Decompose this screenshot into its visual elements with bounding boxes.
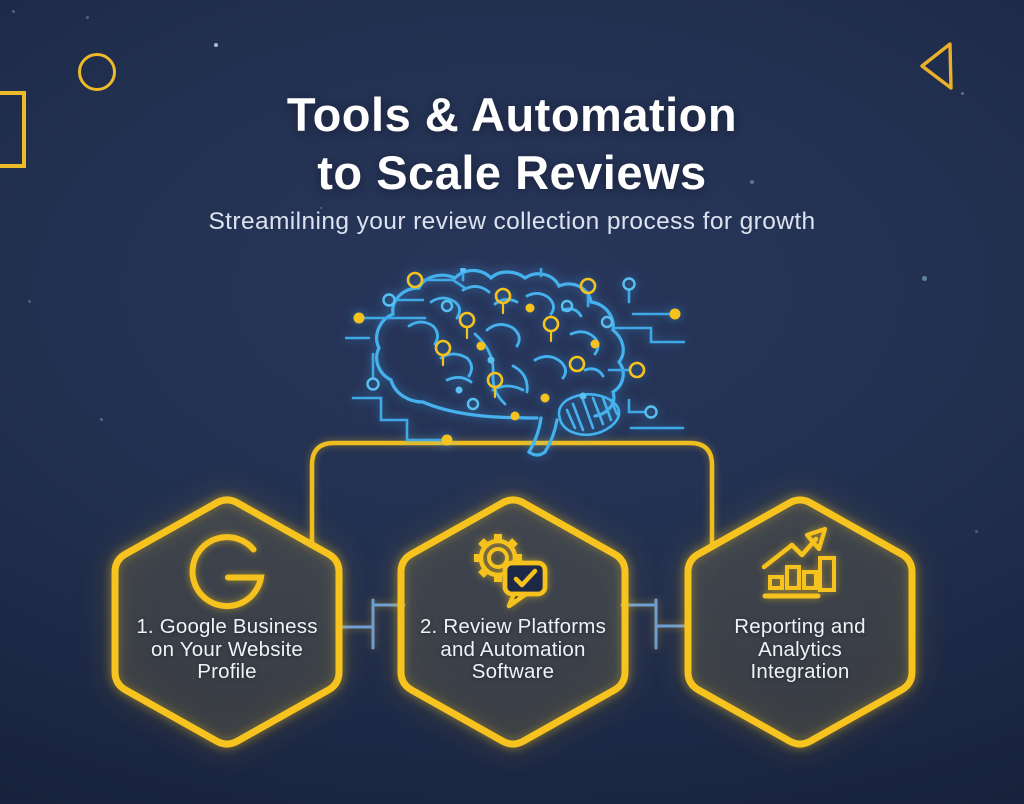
brain-circuit-illustration — [345, 268, 685, 457]
decor-triangle-icon — [920, 42, 953, 90]
hexagon-label: 1. Google Business on Your Website Profi… — [102, 615, 352, 684]
star-speck — [100, 418, 103, 421]
hexagon-outline — [684, 496, 916, 748]
star-speck — [12, 10, 15, 13]
hexagon-label-line: on Your Website — [151, 637, 303, 661]
star-speck — [961, 92, 964, 95]
star-speck — [86, 16, 89, 19]
star-speck — [28, 300, 31, 303]
hexagon-label: Reporting and Analytics Integration — [675, 615, 925, 684]
hexagon-outline — [397, 496, 629, 748]
hexagon-label: 2. Review Platforms and Automation Softw… — [388, 615, 638, 684]
star-speck — [320, 207, 322, 209]
title-line-1: Tools & Automation — [286, 88, 738, 141]
star-speck — [922, 276, 927, 281]
hexagon-label-line: Software — [471, 660, 555, 683]
page-title: Tools & Automation to Scale Reviews — [0, 86, 1024, 202]
hexagon-label-line: 2. Review Platforms — [419, 615, 607, 638]
decor-circle-icon — [78, 53, 116, 91]
bar-chart-growth-icon — [761, 526, 836, 599]
star-speck — [975, 530, 978, 533]
title-line-2: to Scale Reviews — [317, 146, 707, 199]
star-speck — [750, 180, 754, 184]
hexagon-label-line: Analytics — [758, 637, 842, 661]
gear-chat-check-icon — [474, 534, 548, 609]
hexagon-outline — [111, 496, 343, 748]
hexagon-label-line: Integration — [750, 660, 850, 683]
decor-square-icon — [0, 91, 26, 168]
star-speck — [214, 43, 218, 47]
hexagon-label-line: and Automation — [440, 637, 586, 661]
google-g-icon — [189, 534, 265, 610]
hexagon-label-line: 1. Google Business — [136, 615, 318, 638]
connector-arch — [309, 440, 715, 549]
hexagon-label-line: Reporting and — [734, 615, 866, 638]
page-subtitle: Streamilning your review collection proc… — [208, 208, 816, 235]
hexagon-label-line: Profile — [197, 660, 257, 683]
